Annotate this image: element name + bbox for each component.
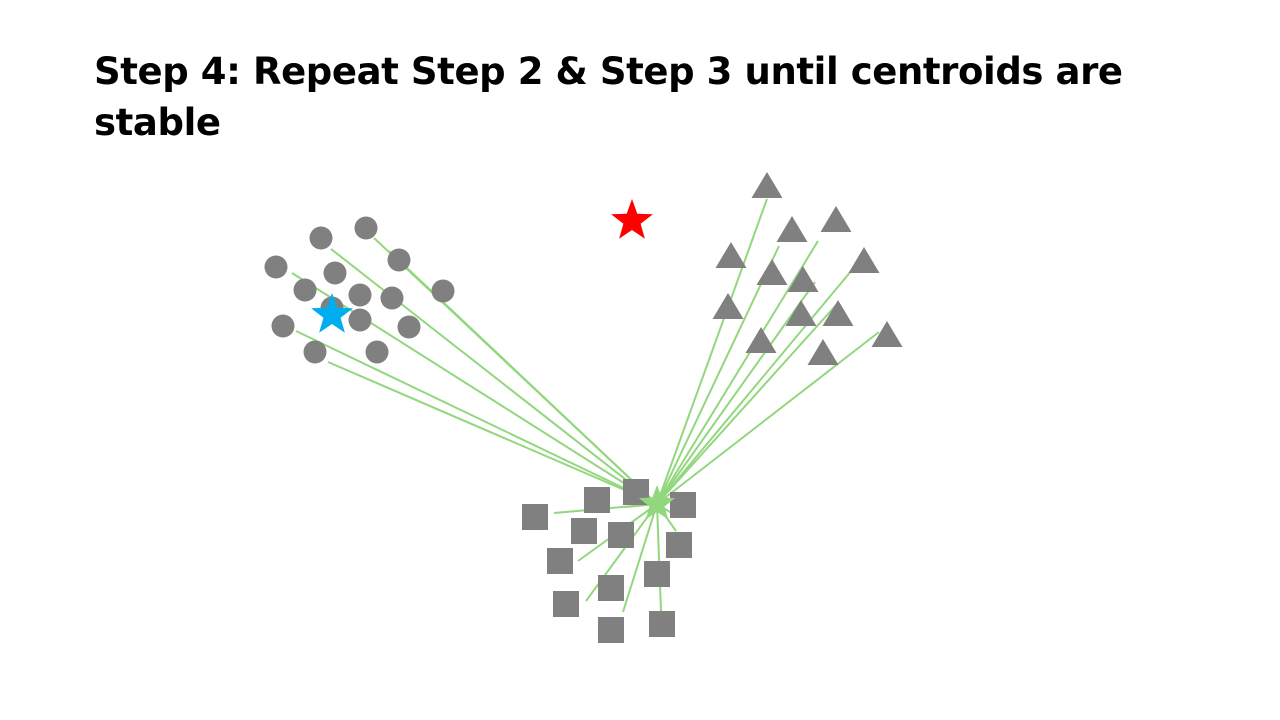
distance-line: [295, 330, 658, 505]
distance-line: [330, 248, 658, 505]
distance-line: [656, 269, 853, 505]
square-point: [522, 504, 548, 530]
distance-line: [327, 361, 658, 505]
square-point: [598, 617, 624, 643]
triangle-points: [712, 172, 903, 365]
distance-line: [622, 503, 658, 613]
circle-point: [348, 308, 372, 332]
red-star-centroid: [611, 199, 653, 239]
triangle-point: [848, 247, 880, 273]
circle-point: [431, 279, 455, 303]
square-points: [522, 479, 696, 643]
distance-lines: [291, 198, 880, 613]
circle-point: [303, 340, 327, 364]
square-point: [608, 522, 634, 548]
distance-line: [656, 198, 768, 505]
square-point: [649, 611, 675, 637]
triangle-point: [712, 293, 744, 319]
triangle-point: [715, 242, 747, 268]
distance-line: [585, 503, 658, 602]
triangle-point: [785, 300, 817, 326]
triangle-point: [756, 259, 788, 285]
square-point: [666, 532, 692, 558]
distance-line: [656, 240, 819, 505]
triangle-point: [776, 216, 808, 242]
distance-line: [388, 250, 658, 505]
circle-point: [293, 278, 317, 302]
circle-point: [348, 283, 372, 307]
square-point: [553, 591, 579, 617]
circle-point: [323, 261, 347, 285]
triangle-point: [745, 327, 777, 353]
circle-point: [365, 340, 389, 364]
square-point: [644, 561, 670, 587]
square-point: [584, 487, 610, 513]
green-star-centroid: [638, 485, 676, 520]
circle-point: [271, 314, 295, 338]
triangle-point: [871, 321, 903, 347]
square-point: [571, 518, 597, 544]
circle-points: [264, 216, 455, 364]
circle-point: [264, 255, 288, 279]
triangle-point: [807, 339, 839, 365]
triangle-point: [822, 300, 854, 326]
distance-line: [656, 331, 880, 505]
distance-line: [291, 272, 658, 505]
centroids: [311, 199, 676, 520]
triangle-point: [751, 172, 783, 198]
circle-point: [397, 315, 421, 339]
circle-point: [354, 216, 378, 240]
circle-point: [387, 248, 411, 272]
triangle-point: [787, 266, 819, 292]
square-point: [598, 575, 624, 601]
triangle-point: [820, 206, 852, 232]
distance-line: [656, 503, 662, 612]
circle-point: [380, 286, 404, 310]
slide-title: Step 4: Repeat Step 2 & Step 3 until cen…: [94, 50, 1123, 144]
distance-line: [656, 303, 838, 505]
distance-line: [656, 281, 816, 505]
square-point: [670, 492, 696, 518]
circle-point: [309, 226, 333, 250]
blue-star-centroid: [311, 293, 353, 333]
square-point: [547, 548, 573, 574]
distance-line: [656, 245, 780, 505]
